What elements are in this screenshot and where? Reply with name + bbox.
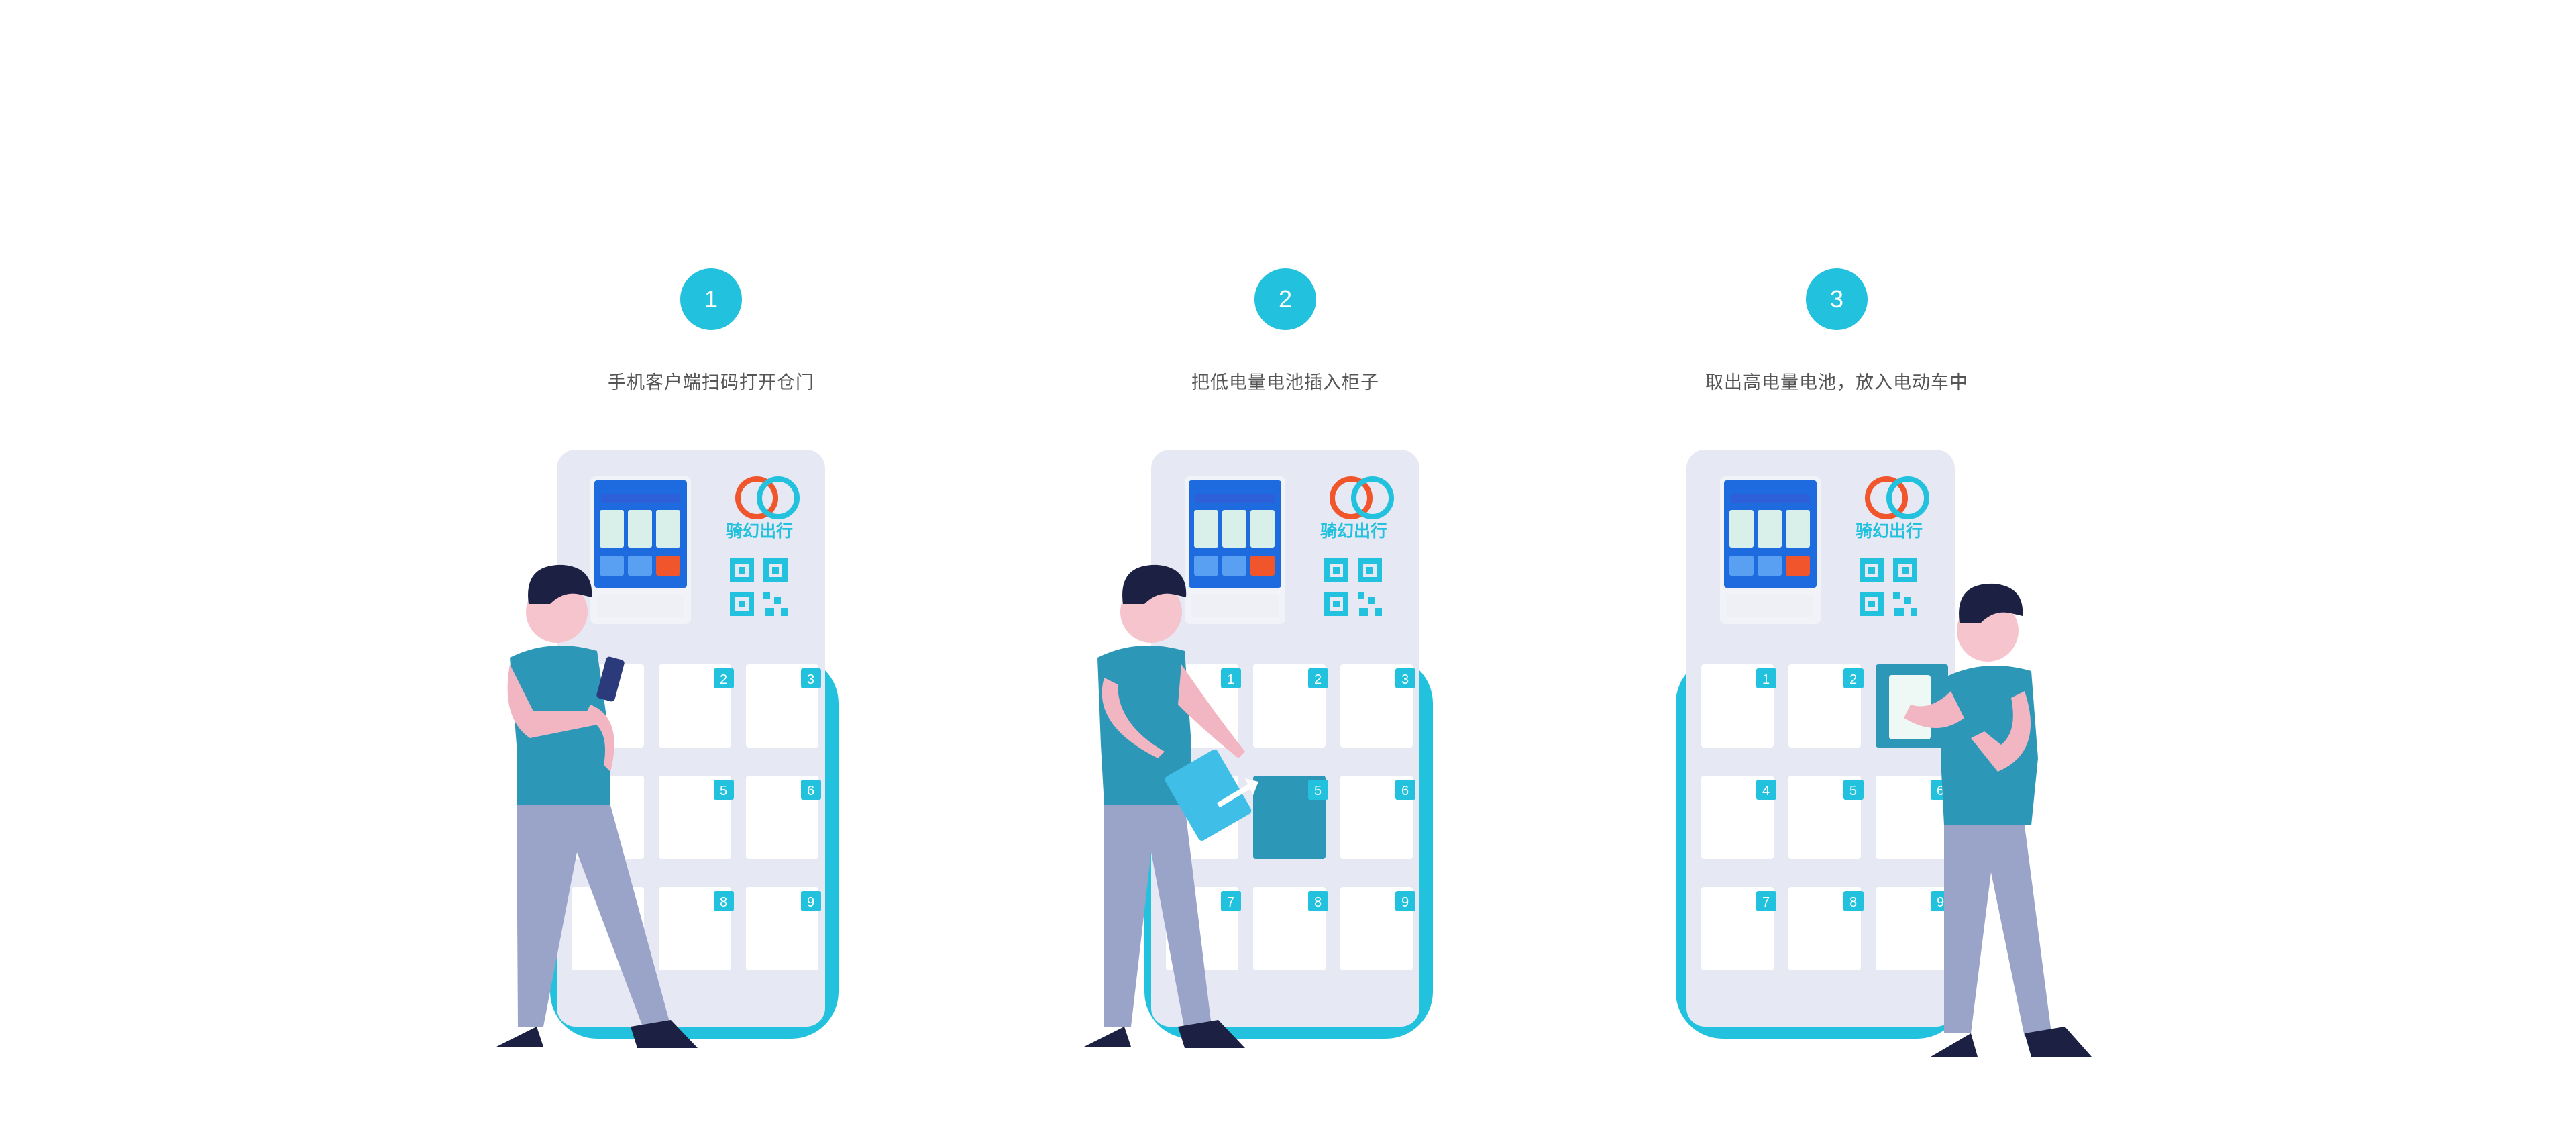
cell-number: 5: [1849, 784, 1857, 798]
cell-number: 2: [720, 672, 727, 687]
cell-number: 4: [1762, 784, 1770, 798]
battery-cabinet: 骑幻出行 1 2 3 5 6 7 8 9: [1144, 450, 1433, 1039]
step-caption: 手机客户端扫码打开仓门: [608, 372, 814, 393]
step-illustration: 骑幻出行 2 3 5 6 8 9: [496, 450, 839, 1048]
cell-number: 2: [1849, 672, 1857, 687]
cell-number: 9: [807, 895, 814, 910]
qr-code-icon: [1860, 558, 1917, 616]
cell-number: 3: [807, 672, 814, 687]
brand-logo-icon: [735, 476, 800, 519]
cell-number: 8: [1849, 895, 1857, 910]
cell-number: 1: [1762, 672, 1770, 687]
cell-number: 5: [1314, 784, 1322, 798]
cell-number: 5: [720, 784, 727, 798]
qr-code-icon: [1324, 558, 1382, 616]
brand-name: 骑幻出行: [726, 521, 793, 541]
step-2: 2 把低电量电池插入柜子 骑幻出行: [1017, 0, 1554, 1134]
qr-code-icon: [730, 558, 788, 616]
brand-logo-icon: [1330, 476, 1394, 519]
brand-name: 骑幻出行: [1320, 521, 1387, 541]
cell-number: 6: [807, 784, 814, 798]
person-figure: [1084, 564, 1258, 1048]
cell-number: 9: [1937, 895, 1944, 910]
brand-name: 骑幻出行: [1856, 521, 1923, 541]
step-number-badge: 2: [1254, 268, 1316, 330]
cell-number: 1: [1227, 672, 1234, 687]
cell-number: 3: [1401, 672, 1409, 687]
cell-number: 8: [720, 895, 727, 910]
phone-icon: [596, 656, 625, 702]
step-number-badge: 1: [680, 268, 742, 330]
cell-number: 6: [1937, 784, 1944, 798]
person-figure: [496, 564, 698, 1048]
step-1: 1 手机客户端扫码打开仓门 骑幻出行: [443, 0, 979, 1134]
battery-cabinet: 骑幻出行 1 2 4 5 6 7 8: [1676, 450, 1964, 1039]
cell-number: 6: [1401, 784, 1409, 798]
cell-number: 8: [1314, 895, 1322, 910]
step-illustration: 骑幻出行 1 2 3 5 6 7 8 9: [1084, 450, 1433, 1048]
step-caption: 把低电量电池插入柜子: [1191, 372, 1379, 393]
step-caption: 取出高电量电池，放入电动车中: [1705, 372, 1968, 393]
battery-icon: [1165, 750, 1258, 841]
cell-number: 2: [1314, 672, 1322, 687]
brand-logo-icon: [1865, 476, 1929, 519]
cell-number: 7: [1227, 895, 1234, 910]
step-3: 3 取出高电量电池，放入电动车中 骑幻出行: [1568, 0, 2105, 1134]
step-illustration: 骑幻出行 1 2 4 5 6 7 8: [1676, 450, 2092, 1057]
cell-number: 7: [1762, 895, 1770, 910]
person-figure: [1904, 583, 2092, 1057]
cell-number: 9: [1401, 895, 1409, 910]
step-number-badge: 3: [1806, 268, 1868, 330]
